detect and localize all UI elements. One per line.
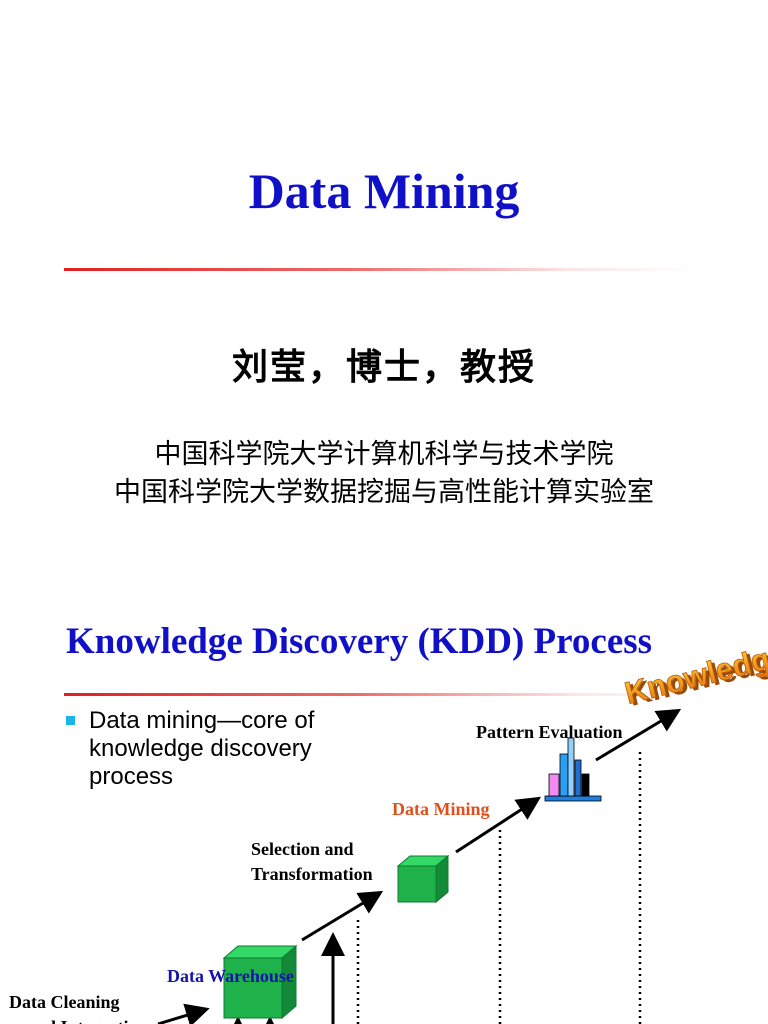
feedback-dotted-lines	[356, 752, 642, 1024]
kdd-process-slide: Knowledge Discovery (KDD) Process Data m…	[0, 576, 768, 1024]
title-divider	[64, 268, 698, 271]
patterns-chart-icon	[544, 737, 602, 802]
pattern-evaluation-label: Pattern Evaluation	[476, 722, 623, 742]
title-slide: Data Mining 刘莹，博士，教授 中国科学院大学计算机科学与技术学院 中…	[64, 163, 698, 508]
slide-title: Data Mining	[248, 163, 520, 219]
data-warehouse-cube-icon	[222, 944, 298, 1020]
affiliation-line-1: 中国科学院大学计算机科学与技术学院	[154, 439, 614, 470]
selection-transformation-label-line-1: Selection and	[251, 839, 354, 859]
knowledge-wordart: Knowledge Knowledge	[621, 636, 768, 713]
slide-title: Knowledge Discovery (KDD) Process	[66, 621, 653, 662]
data-cleaning-label-line-1: Data Cleaning	[9, 992, 120, 1012]
bullet-item: Data mining—core of knowledge discovery …	[66, 707, 356, 791]
selection-transformation-label-line-2: Transformation	[251, 864, 373, 884]
affiliation-line-2: 中国科学院大学数据挖掘与高性能计算实验室	[114, 477, 654, 508]
svg-text:Knowledge: Knowledge	[621, 637, 768, 711]
data-mining-label: Data Mining	[392, 799, 490, 819]
author-name: 刘莹，博士，教授	[231, 347, 536, 388]
step-arrows	[157, 708, 682, 1024]
bullet-square-icon	[66, 716, 75, 725]
data-cleaning-label-line-2: and Integration	[27, 1015, 148, 1024]
bullet-text: Data mining—core of knowledge discovery …	[89, 707, 315, 790]
transformed-data-cube-icon	[396, 854, 450, 904]
kdd-diagram: Knowledge Knowledge	[157, 636, 768, 1024]
title-divider	[64, 693, 704, 696]
data-warehouse-label: Data Warehouse	[167, 966, 294, 986]
